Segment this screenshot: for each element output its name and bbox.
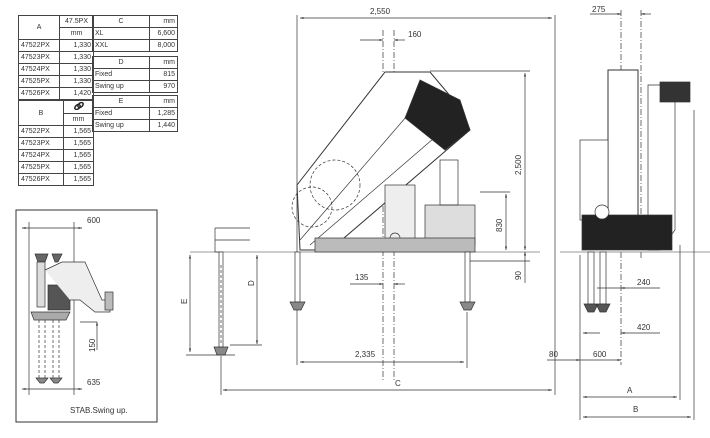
dim-80: 80 (549, 350, 558, 359)
value: 970 (149, 80, 178, 93)
dim-a: A (627, 386, 633, 395)
model: 47526PX (17, 87, 61, 100)
value: 1,420 (59, 87, 94, 100)
dim-275: 275 (592, 5, 606, 14)
dim-e: E (180, 299, 189, 304)
dim-240: 240 (637, 278, 651, 287)
inset-crane (30, 253, 114, 321)
stabilizer-legs (289, 251, 476, 311)
dim-600: 600 (593, 350, 607, 359)
label: Swing up (92, 119, 150, 132)
label: XXL (92, 39, 150, 52)
inset-caption: STAB.Swing up. (70, 406, 128, 415)
inset-swing-up-view (15, 209, 158, 423)
dim-830: 830 (495, 218, 504, 232)
side-view (186, 15, 556, 395)
dim-160: 160 (408, 30, 422, 39)
dim-b: B (633, 405, 638, 414)
dim-d: D (247, 280, 256, 286)
link-chain-icon (63, 100, 94, 114)
inset-dim-600: 600 (87, 216, 101, 225)
front-view (547, 10, 710, 420)
value: 8,000 (149, 39, 178, 52)
table-a-header: A (17, 15, 61, 40)
crane-base (314, 159, 476, 253)
dim-90: 90 (514, 271, 523, 280)
front-legs (583, 251, 611, 313)
inset-dim-635: 635 (87, 378, 101, 387)
dim-2500: 2,500 (514, 154, 523, 175)
model: 47526PX (18, 173, 64, 186)
dim-c: C (395, 379, 401, 388)
dim-135: 135 (355, 273, 369, 282)
inset-dim-150: 150 (88, 338, 97, 352)
value: 1,565 (63, 173, 94, 186)
front-crane (579, 69, 691, 251)
table-b-header: B (18, 100, 64, 126)
dim-2335: 2,335 (355, 350, 376, 359)
crane-boom (291, 71, 471, 251)
value: 1,440 (149, 119, 178, 132)
swing-up-leg (213, 227, 250, 356)
dim-420: 420 (637, 323, 651, 332)
dim-2550: 2,550 (370, 7, 391, 16)
